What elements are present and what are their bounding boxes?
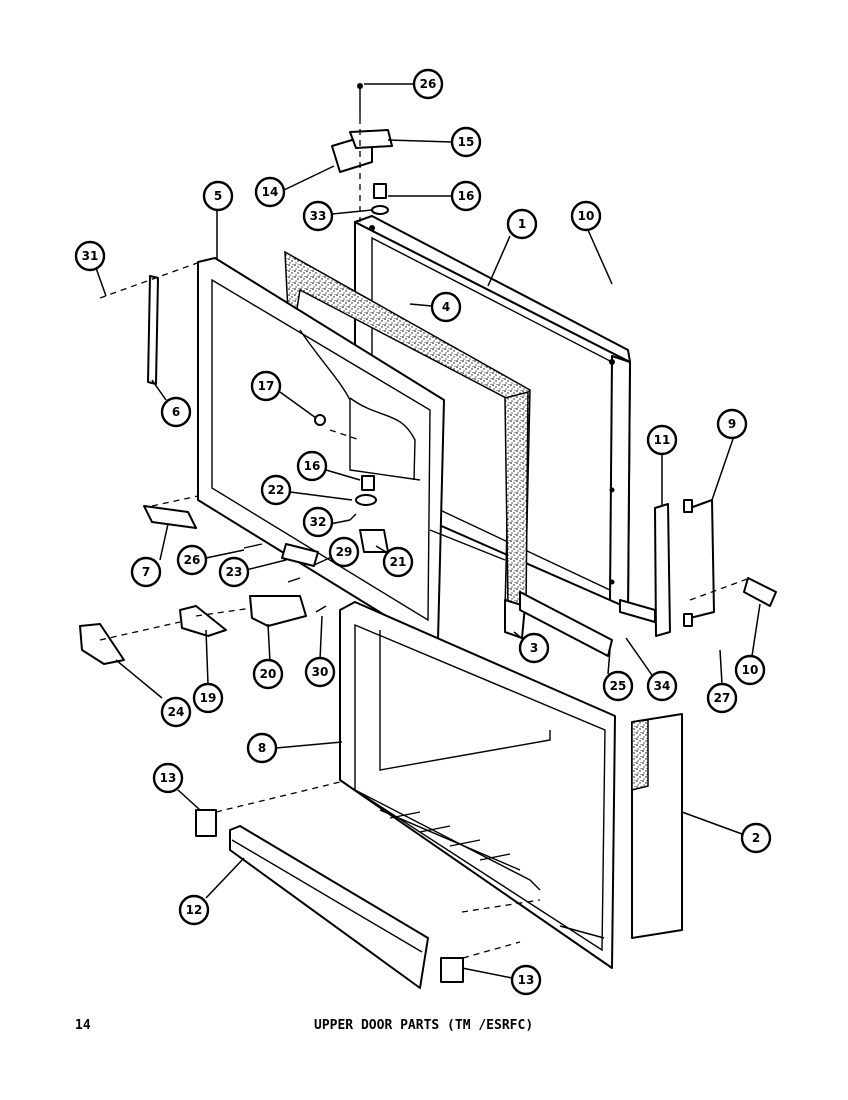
callout-5: 5	[202, 180, 234, 212]
callout-21: 21	[382, 546, 414, 578]
svg-text:3: 3	[530, 641, 538, 655]
svg-text:25: 25	[610, 679, 627, 693]
page-number: 14	[75, 1018, 91, 1033]
callout-31: 31	[74, 240, 106, 272]
callout-26-top: 26	[412, 68, 444, 100]
callout-13-left: 13	[152, 762, 184, 794]
svg-text:11: 11	[654, 433, 671, 447]
part-handles	[619, 499, 715, 637]
part-top-hinge	[331, 83, 393, 222]
callout-10-top: 10	[570, 200, 602, 232]
svg-text:33: 33	[310, 209, 327, 223]
svg-text:4: 4	[442, 300, 450, 314]
callout-20: 20	[252, 658, 284, 690]
callout-22: 22	[260, 474, 292, 506]
callout-14: 14	[254, 176, 286, 208]
callout-9: 9	[716, 408, 748, 440]
callout-11: 11	[646, 424, 678, 456]
svg-text:16: 16	[458, 189, 475, 203]
callout-6: 6	[160, 396, 192, 428]
svg-text:23: 23	[226, 565, 243, 579]
svg-text:26: 26	[420, 77, 437, 91]
callout-32: 32	[302, 506, 334, 538]
callout-24: 24	[160, 696, 192, 728]
svg-text:13: 13	[518, 973, 535, 987]
svg-text:20: 20	[260, 667, 277, 681]
callout-33: 33	[302, 200, 334, 232]
svg-text:22: 22	[268, 483, 285, 497]
svg-text:9: 9	[728, 417, 736, 431]
callout-17: 17	[250, 370, 282, 402]
svg-text:31: 31	[82, 249, 99, 263]
svg-text:1: 1	[518, 217, 526, 231]
callout-16-top: 16	[450, 180, 482, 212]
callout-19: 19	[192, 682, 224, 714]
callout-23: 23	[218, 556, 250, 588]
callout-1: 1	[506, 208, 538, 240]
part-bottom-trim	[229, 825, 429, 989]
svg-text:27: 27	[714, 691, 731, 705]
svg-text:16: 16	[304, 459, 321, 473]
callout-7: 7	[130, 556, 162, 588]
callout-10-bottom: 10	[734, 654, 766, 686]
part-small-panels	[99, 261, 777, 607]
callout-8: 8	[246, 732, 278, 764]
svg-text:26: 26	[184, 553, 201, 567]
callout-30: 30	[304, 656, 336, 688]
svg-text:32: 32	[310, 515, 327, 529]
svg-text:6: 6	[172, 405, 180, 419]
svg-text:19: 19	[200, 691, 217, 705]
part-clips	[195, 781, 541, 983]
callout-25: 25	[602, 670, 634, 702]
svg-text:30: 30	[312, 665, 329, 679]
svg-text:24: 24	[168, 705, 185, 719]
callout-13-bottom: 13	[510, 964, 542, 996]
svg-text:10: 10	[578, 209, 595, 223]
callout-27: 27	[706, 682, 738, 714]
callout-12: 12	[178, 894, 210, 926]
callout-2: 2	[740, 822, 772, 854]
svg-text:8: 8	[258, 741, 266, 755]
callout-29: 29	[328, 536, 360, 568]
svg-text:29: 29	[336, 545, 353, 559]
svg-text:13: 13	[160, 771, 177, 785]
svg-text:34: 34	[654, 679, 671, 693]
part-bottom-hinge	[79, 414, 389, 665]
callout-15: 15	[450, 126, 482, 158]
svg-text:14: 14	[262, 185, 279, 199]
svg-text:5: 5	[214, 189, 222, 203]
callout-3: 3	[518, 632, 550, 664]
svg-text:10: 10	[742, 663, 759, 677]
svg-text:15: 15	[458, 135, 475, 149]
part-bottom-channel	[519, 591, 613, 657]
svg-text:7: 7	[142, 565, 150, 579]
part-side-trim	[631, 713, 683, 939]
callout-16-mid: 16	[296, 450, 328, 482]
svg-text:12: 12	[186, 903, 203, 917]
callout-34: 34	[646, 670, 678, 702]
diagram-caption: UPPER DOOR PARTS (TM /ESRFC)	[314, 1018, 534, 1033]
callout-26-mid: 26	[176, 544, 208, 576]
svg-text:17: 17	[258, 379, 275, 393]
part-door-liner	[339, 601, 616, 969]
svg-text:21: 21	[390, 555, 407, 569]
callout-4: 4	[430, 291, 462, 323]
svg-text:2: 2	[752, 831, 760, 845]
